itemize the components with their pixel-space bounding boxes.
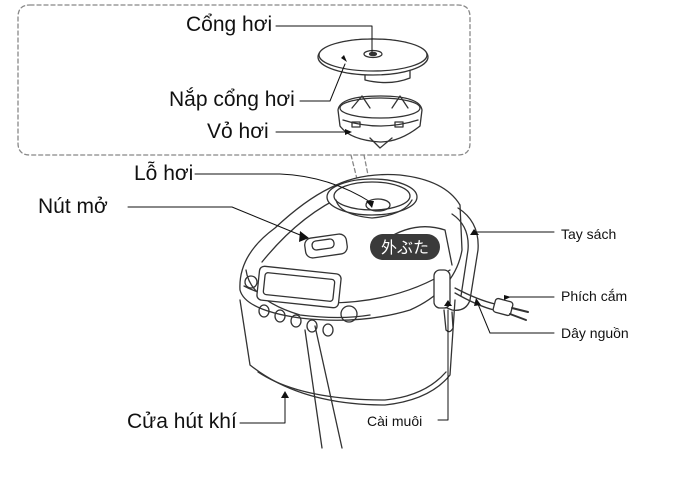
outer-lid-badge-text: 外ぶた (381, 239, 429, 257)
label-air-intake: Cửa hút khí (127, 410, 237, 433)
label-spatula-holder: Cài muôi (367, 413, 423, 429)
label-open-button: Nút mở (38, 195, 108, 218)
label-steam-port: Cổng hơi (186, 13, 273, 36)
leader-lines (127, 25, 555, 424)
label-steam-port-lid: Nắp cổng hơi (169, 88, 295, 111)
label-steam-housing: Vỏ hơi (207, 120, 269, 143)
label-power-cord: Dây nguồn (561, 325, 629, 341)
spatula-lines (304, 325, 343, 449)
label-plug: Phích cắm (561, 288, 628, 304)
label-carry-handle: Tay sách (561, 226, 617, 242)
label-steam-hole: Lỗ hơi (134, 162, 194, 185)
outer-lid-badge: 外ぶた (370, 234, 440, 260)
carry-handle-part (433, 207, 479, 311)
spatula-holder-part (443, 309, 454, 333)
power-cord-part (454, 287, 529, 321)
rice-cooker-body (239, 173, 463, 406)
steam-housing-part (337, 95, 423, 149)
arrowheads (281, 55, 511, 398)
detail-box (17, 4, 471, 156)
steam-port-lid-part (317, 38, 429, 84)
